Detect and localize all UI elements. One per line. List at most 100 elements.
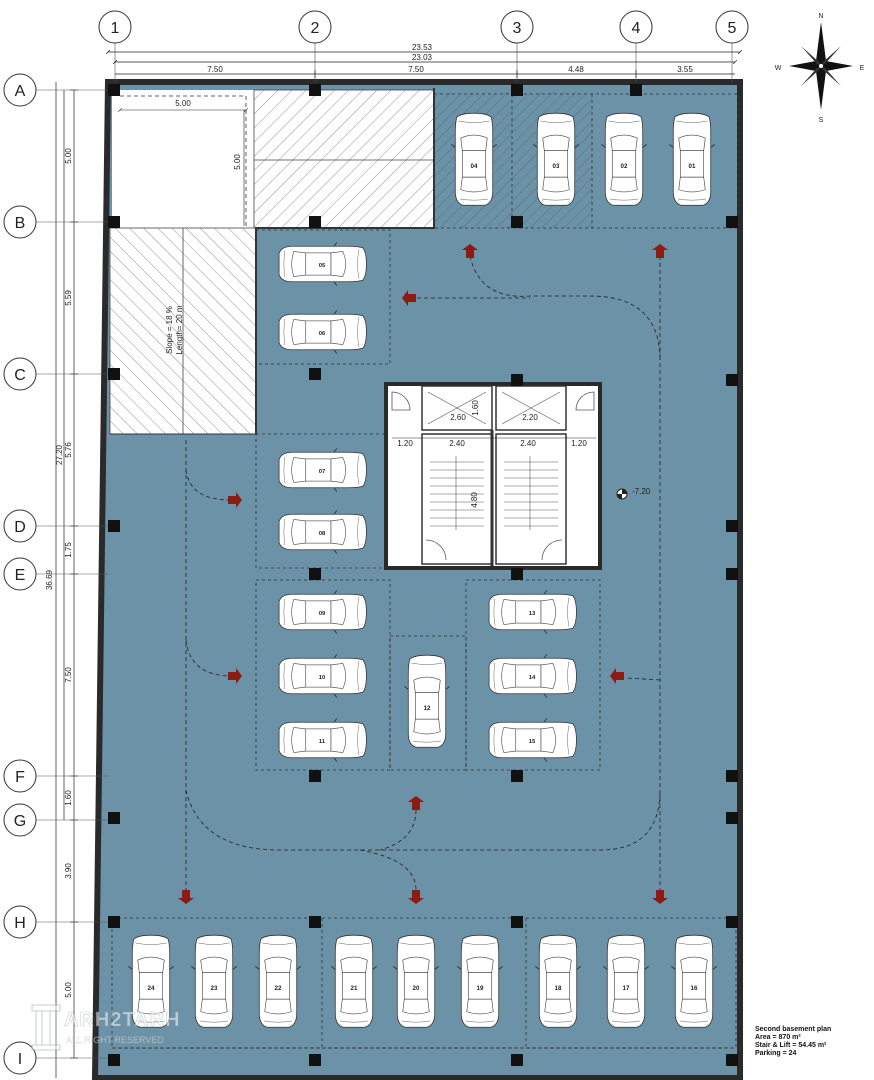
dim-bay-1-2: 7.50 bbox=[207, 65, 223, 74]
plan-parking-count: Parking = 24 bbox=[755, 1050, 797, 1057]
circulation-path bbox=[469, 255, 661, 900]
level-value: -7.20 bbox=[632, 487, 651, 496]
dim-bay-3-4: 4.48 bbox=[568, 65, 584, 74]
car-icon bbox=[392, 934, 440, 1028]
parking-slot-17: 17 bbox=[602, 934, 650, 1028]
stair-left-dim: 2.40 bbox=[449, 439, 465, 448]
parking-slot-02: 02 bbox=[600, 112, 648, 206]
grid-row-I: I bbox=[3, 1041, 108, 1075]
car-icon bbox=[534, 934, 582, 1028]
car-icon bbox=[456, 934, 504, 1028]
parking-slot-15: 15 bbox=[489, 719, 576, 762]
ramp-length-note: Length= 20 m bbox=[175, 305, 184, 354]
car-icon bbox=[330, 934, 378, 1028]
ramp-slope-note: Slope = 18 % bbox=[165, 306, 174, 354]
grid-column-1: 1 bbox=[98, 10, 132, 44]
parking-slot-08: 08 bbox=[279, 511, 366, 554]
lift-depth-dim: 1.60 bbox=[471, 400, 480, 416]
car-icon bbox=[450, 112, 498, 206]
watermark: ARH2TARH ALL RIGHT RESERVED bbox=[30, 1003, 180, 1053]
watermark-subtitle: ALL RIGHT RESERVED bbox=[66, 1035, 164, 1045]
parking-cars: 0102030405060708091011121314151617181920… bbox=[127, 112, 718, 1028]
dim-row-e-f: 7.50 bbox=[64, 667, 73, 683]
core-side-left-dim: 1.20 bbox=[397, 439, 413, 448]
ramp-depth-dim: 5.00 bbox=[233, 154, 242, 170]
parking-slot-20: 20 bbox=[392, 934, 440, 1028]
outer-wall bbox=[91, 79, 743, 1080]
dim-overall-depth: 36.69 bbox=[45, 569, 54, 590]
direction-arrows bbox=[178, 244, 668, 904]
lift-width-dim: 2.60 bbox=[450, 413, 466, 422]
dim-row-a-b: 5.00 bbox=[64, 148, 73, 164]
plan-info: Second basement plan Area = 870 m² Stair… bbox=[755, 1026, 831, 1058]
parking-slot-13: 13 bbox=[489, 591, 576, 634]
plan-title: Second basement plan bbox=[755, 1026, 832, 1033]
parking-slot-number: 15 bbox=[529, 739, 536, 745]
parking-slot-number: 01 bbox=[689, 163, 696, 170]
compass-west-label: W bbox=[775, 65, 782, 72]
grid-row-G: G bbox=[3, 803, 108, 837]
parking-slot-number: 06 bbox=[319, 331, 326, 337]
parking-slot-number: 10 bbox=[319, 675, 326, 681]
parking-slot-18: 18 bbox=[534, 934, 582, 1028]
parking-slot-04: 04 bbox=[450, 112, 498, 206]
dim-bay-4-5: 3.55 bbox=[677, 65, 693, 74]
dim-row-f-g: 1.60 bbox=[64, 790, 73, 806]
dim-row-h-i: 5.00 bbox=[64, 982, 73, 998]
parking-slot-number: 22 bbox=[275, 985, 282, 992]
watermark-logo-icon bbox=[31, 1004, 61, 1051]
car-icon bbox=[403, 654, 451, 748]
compass-east-label: E bbox=[860, 65, 865, 72]
parking-slot-number: 08 bbox=[319, 531, 326, 537]
stair-right-dim: 2.40 bbox=[520, 439, 536, 448]
grid-row-label: F bbox=[15, 769, 25, 786]
grid-row-C: C bbox=[3, 357, 108, 391]
parking-slot-number: 20 bbox=[413, 985, 420, 992]
grid-column-label: 2 bbox=[311, 20, 320, 37]
parking-slot-number: 19 bbox=[477, 985, 484, 992]
left-dimension-lines bbox=[55, 82, 78, 1078]
parking-slot-24: 24 bbox=[127, 934, 175, 1028]
parking-slot-23: 23 bbox=[190, 934, 238, 1028]
parking-slot-number: 03 bbox=[553, 163, 560, 170]
parking-slot-21: 21 bbox=[330, 934, 378, 1028]
parking-slot-19: 19 bbox=[456, 934, 504, 1028]
parking-slot-number: 11 bbox=[319, 739, 326, 745]
parking-slot-09: 09 bbox=[279, 591, 366, 634]
parking-slot-number: 12 bbox=[424, 705, 431, 712]
grid-column-label: 1 bbox=[111, 20, 120, 37]
parking-slot-number: 16 bbox=[691, 985, 698, 992]
parking-slot-16: 16 bbox=[670, 934, 718, 1028]
car-icon bbox=[668, 112, 716, 206]
parking-slot-number: 04 bbox=[471, 163, 478, 170]
parking-slot-22: 22 bbox=[254, 934, 302, 1028]
grid-row-D: D bbox=[3, 509, 108, 543]
grid-column-2: 2 bbox=[298, 10, 332, 44]
plan-area: Area = 870 m² bbox=[755, 1034, 801, 1041]
grid-row-A: A bbox=[3, 73, 108, 107]
watermark-title: ARH2TARH bbox=[64, 1009, 181, 1032]
grid-row-E: E bbox=[3, 557, 108, 591]
grid-row-label: G bbox=[14, 813, 26, 830]
parking-slot-06: 06 bbox=[279, 311, 366, 354]
lift2-width-dim: 2.20 bbox=[522, 413, 538, 422]
dim-overall-width: 23.53 bbox=[412, 43, 433, 52]
compass-south-label: S bbox=[819, 117, 824, 124]
grid-row-label: B bbox=[15, 215, 26, 232]
grid-row-label: H bbox=[14, 915, 26, 932]
void-area bbox=[112, 90, 254, 228]
parking-slot-12: 12 bbox=[403, 654, 451, 748]
grid-row-H: H bbox=[3, 905, 108, 939]
parking-slot-05: 05 bbox=[279, 243, 366, 286]
grid-column-label: 3 bbox=[513, 20, 522, 37]
parking-slot-03: 03 bbox=[532, 112, 580, 206]
dim-row-b-c: 5.59 bbox=[64, 290, 73, 306]
grid-column-4: 4 bbox=[619, 10, 653, 44]
ramp-width-dim: 5.00 bbox=[175, 99, 191, 108]
compass-north-label: N bbox=[818, 13, 823, 20]
dim-row-d-e: 1.75 bbox=[64, 542, 73, 558]
compass-rose bbox=[789, 22, 853, 110]
parking-slot-number: 18 bbox=[555, 985, 562, 992]
grid-row-label: C bbox=[14, 367, 26, 384]
